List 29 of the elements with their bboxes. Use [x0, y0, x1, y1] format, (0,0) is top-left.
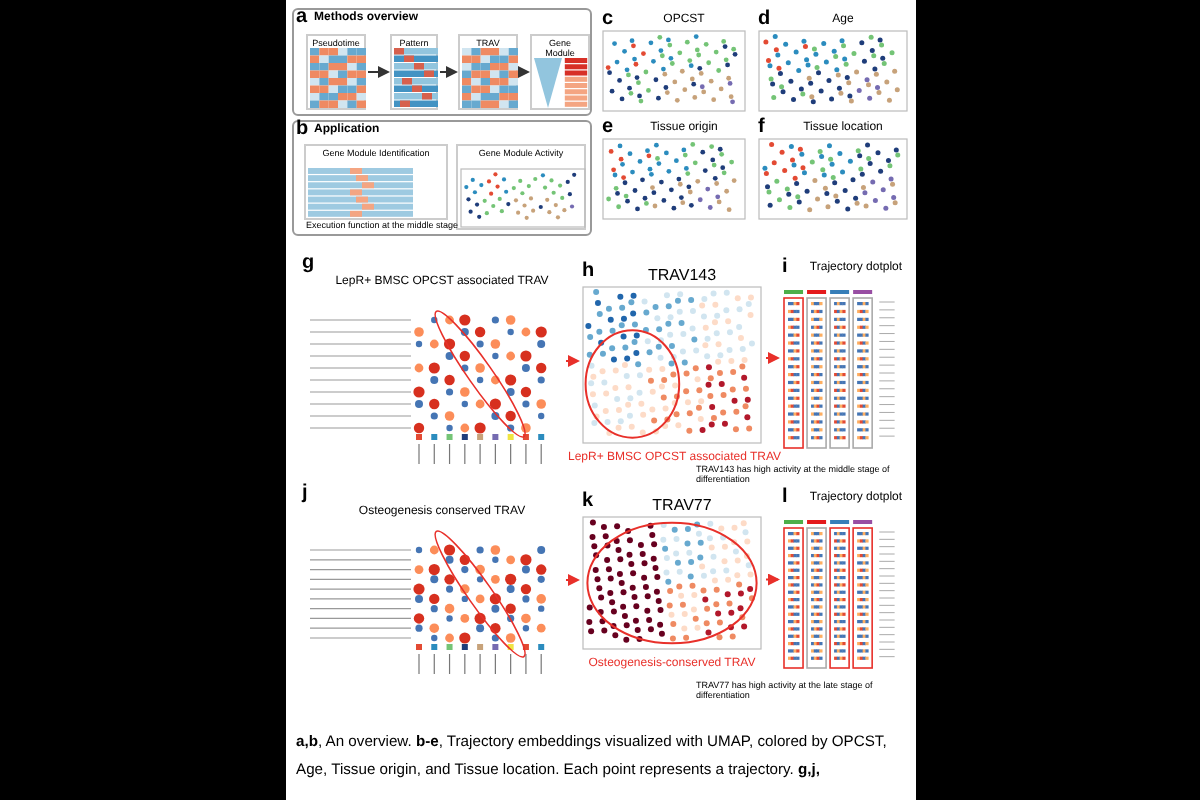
panel-frame	[292, 120, 592, 236]
arrow	[565, 574, 580, 586]
panel-letter: l	[782, 488, 788, 508]
panel-letter: e	[602, 118, 614, 138]
panel-letter: j	[302, 484, 308, 504]
panel-letter: i	[782, 258, 788, 278]
step-panel	[456, 144, 586, 230]
step-panel	[458, 34, 518, 110]
step-panel	[530, 34, 590, 110]
arrow	[518, 66, 530, 78]
panel-letter: d	[758, 10, 771, 30]
arrow	[439, 66, 458, 78]
panel-letter: g	[302, 254, 315, 274]
panel-letter: b	[296, 120, 309, 140]
panel-letter: h	[582, 262, 595, 282]
arrow	[765, 352, 780, 364]
panel-letter: f	[758, 118, 765, 138]
panel-title: TRAV77	[650, 496, 714, 514]
arrow	[765, 573, 780, 586]
step-panel	[304, 144, 448, 220]
step-panel	[390, 34, 438, 110]
panel-letter: a	[296, 8, 308, 28]
arrow	[367, 66, 390, 78]
arrow	[565, 355, 580, 367]
step-panel	[306, 34, 366, 110]
panel-letter: k	[582, 492, 594, 512]
panel-frame	[292, 8, 592, 116]
panel-title: TRAV143	[645, 266, 719, 284]
panel-letter: c	[602, 10, 614, 30]
